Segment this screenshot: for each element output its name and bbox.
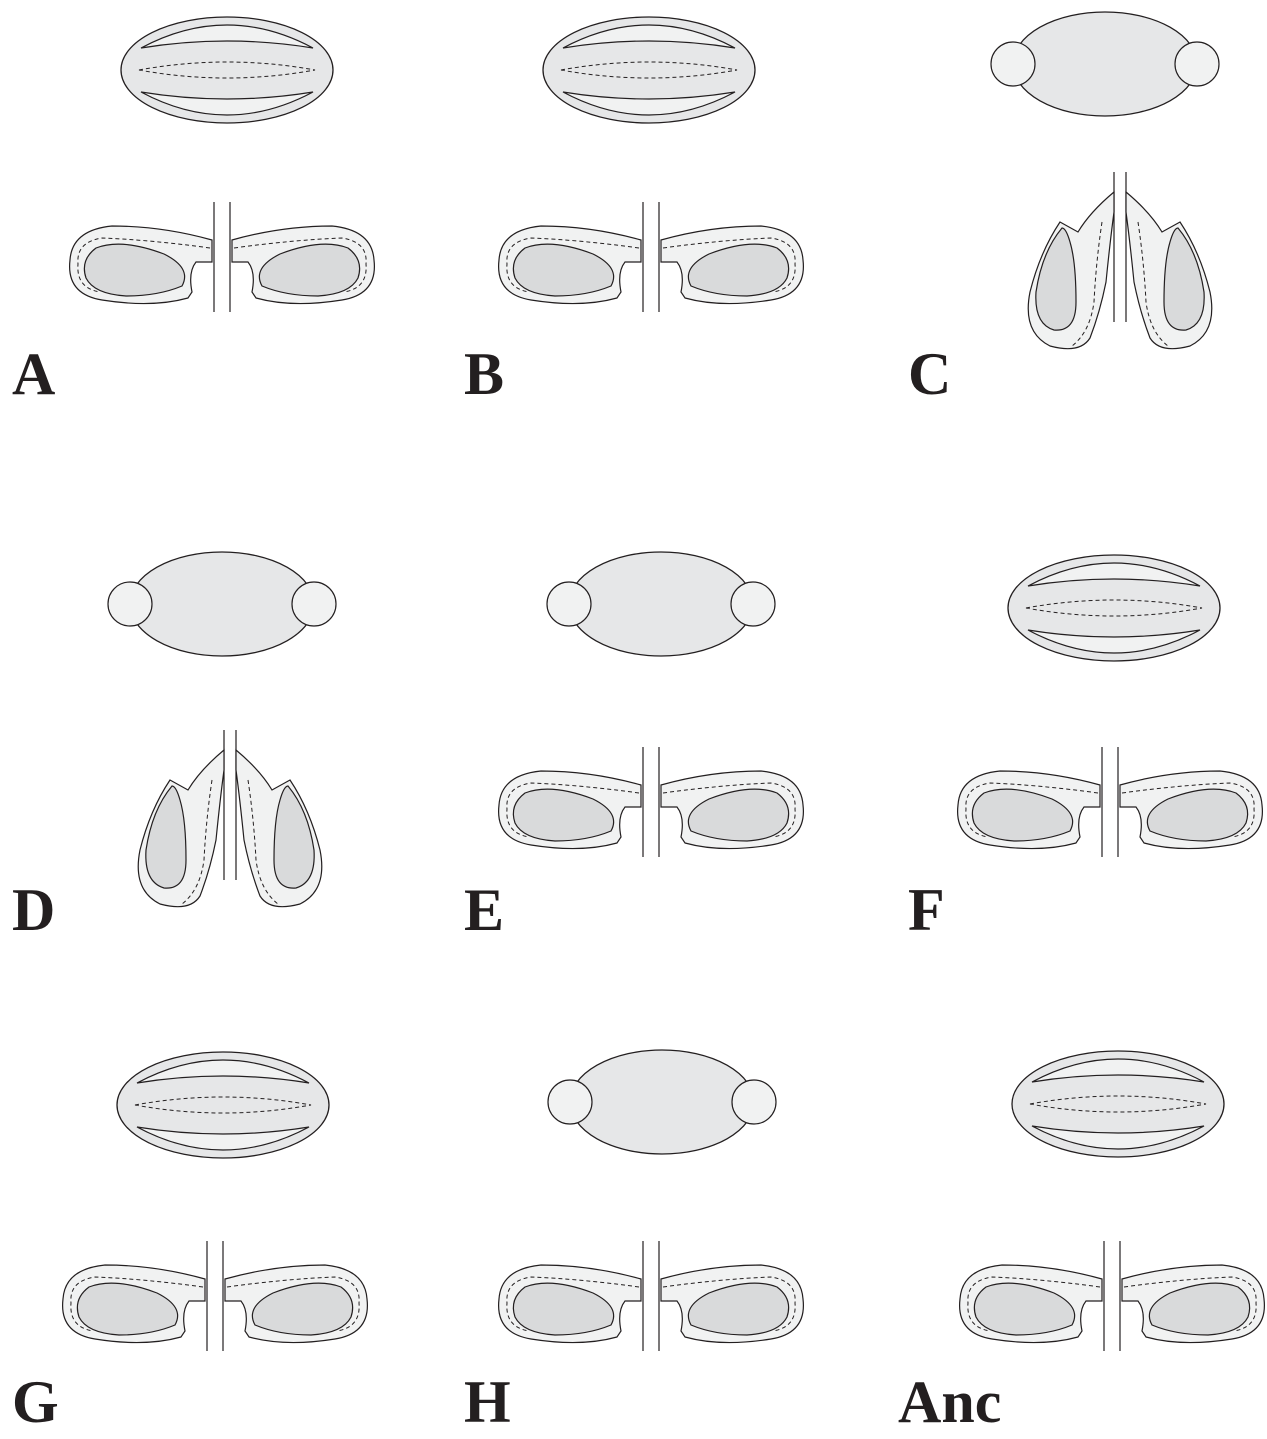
panel-e [499,552,804,857]
panel-a-top-view [121,17,333,123]
panel-c-top-view [991,12,1219,116]
panel-label-b: B [464,344,504,404]
panel-b-side-view [499,202,804,312]
panel-c [991,12,1219,349]
panel-anc-top-view [1012,1051,1224,1157]
panel-label-a: A [12,344,55,404]
panel-h [499,1050,804,1351]
panel-f-side-view [958,747,1263,857]
panel-g [63,1052,368,1351]
panel-h-top-view [548,1050,776,1154]
panel-a [70,17,375,312]
panel-a-side-view [70,202,375,312]
panel-label-g: G [12,1372,59,1432]
panel-label-d: D [12,880,55,940]
panel-e-top-view [547,552,775,656]
panel-h-side-view [499,1241,804,1351]
panel-label-c: C [908,344,951,404]
panel-label-anc: Anc [898,1372,1001,1432]
panel-f-top-view [1008,555,1220,661]
panel-label-e: E [464,880,504,940]
panel-b [499,17,804,312]
panel-g-side-view [63,1241,368,1351]
panel-d-top-view [108,552,336,656]
panel-d [108,552,336,907]
panel-b-top-view [543,17,755,123]
panel-anc [960,1051,1265,1351]
panel-label-h: H [464,1372,511,1432]
panel-d-side-view [138,730,322,907]
panel-c-side-view [1028,172,1212,349]
panel-label-f: F [908,880,945,940]
panel-anc-side-view [960,1241,1265,1351]
panel-e-side-view [499,747,804,857]
panel-g-top-view [117,1052,329,1158]
panel-f [958,555,1263,857]
